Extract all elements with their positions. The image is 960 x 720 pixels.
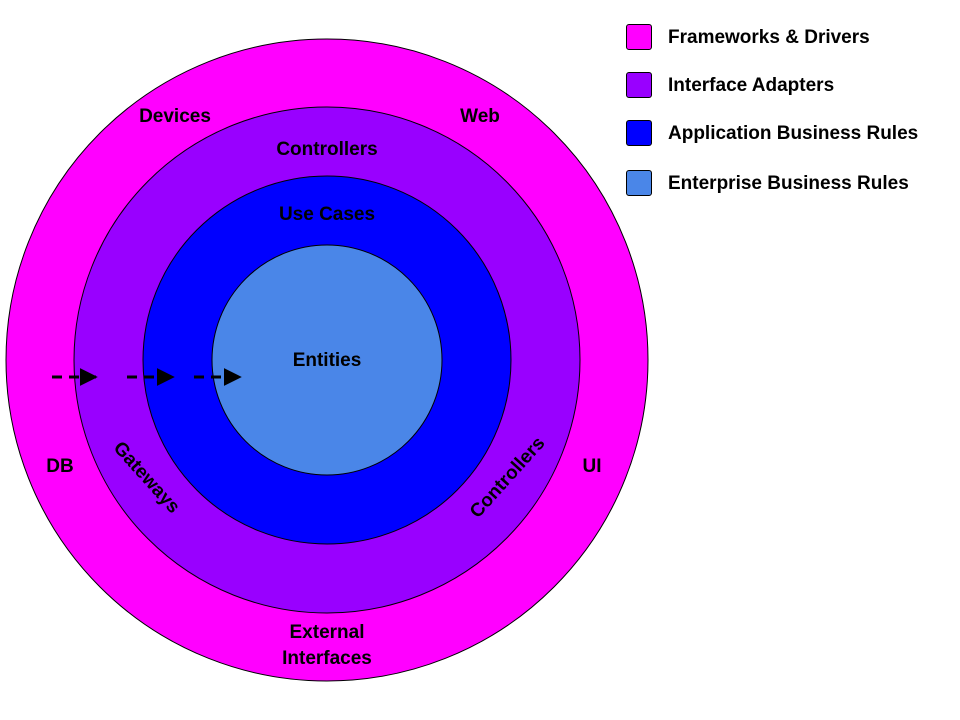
legend-swatch [626,170,652,196]
label-use-cases: Use Cases [279,204,375,225]
ring-enterprise-business-rules [211,244,443,476]
label-controllers-top: Controllers [276,139,377,160]
label-devices: Devices [139,106,211,127]
legend-label: Frameworks & Drivers [668,27,870,48]
legend-label: Interface Adapters [668,75,835,96]
label-db: DB [46,456,73,477]
legend-swatch [626,24,652,50]
label-external-interfaces-line1: External [290,622,365,643]
label-web: Web [460,106,500,127]
label-ui: UI [583,456,602,477]
label-entities: Entities [293,350,362,371]
legend-swatch [626,72,652,98]
legend-label: Application Business Rules [668,123,919,144]
label-external-interfaces-line2: Interfaces [282,648,372,669]
legend-label: Enterprise Business Rules [668,173,909,194]
legend-swatch [626,120,652,146]
